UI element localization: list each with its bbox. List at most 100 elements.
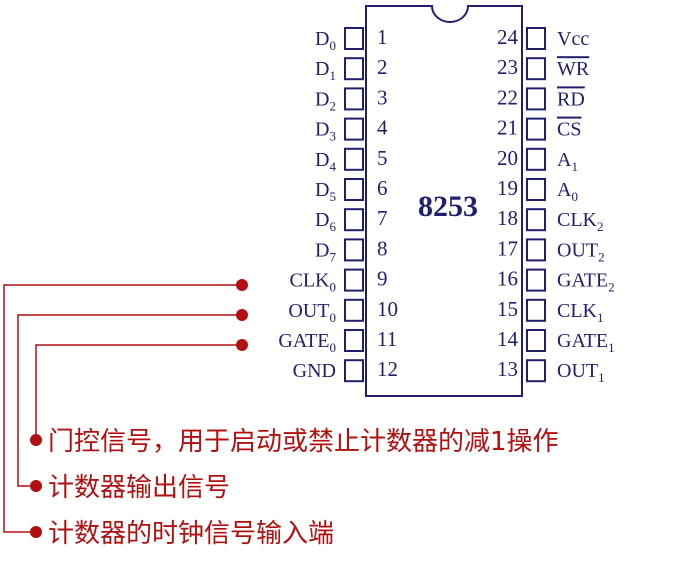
pin-18-number: 18 xyxy=(497,206,518,230)
chip-name: 8253 xyxy=(418,190,478,223)
pin-23-pad xyxy=(526,57,546,81)
pin-12-number: 12 xyxy=(377,357,398,381)
pin-10-pad xyxy=(344,298,364,322)
pin-21: 21 CS xyxy=(497,116,581,141)
pin-19-pad xyxy=(526,178,546,201)
pin-10-label: OUT0 xyxy=(288,300,336,325)
pin-14: 14 GATE1 xyxy=(497,327,615,355)
pin-24-pad xyxy=(526,27,546,50)
pin-20-label: A1 xyxy=(557,149,578,174)
pin-14-number: 14 xyxy=(497,327,519,351)
pin-24-number: 24 xyxy=(497,25,519,49)
clk0-dot xyxy=(236,279,248,291)
pin-17: 17 OUT2 xyxy=(497,236,605,264)
pin-17-number: 17 xyxy=(497,236,518,260)
pin-9: 9 CLK0 xyxy=(290,267,388,295)
pin-24-label: Vcc xyxy=(557,28,589,50)
pin-11-number: 11 xyxy=(377,327,397,351)
pin-13-number: 13 xyxy=(497,357,518,381)
pin-18-pad xyxy=(526,208,546,232)
pin-1: 1D0 xyxy=(315,25,387,53)
pin-9-number: 9 xyxy=(377,267,388,291)
pin-18-label: CLK2 xyxy=(557,209,604,234)
annotation-clk: 计数器的时钟信号输入端 xyxy=(48,519,334,549)
pin-7-pad xyxy=(344,208,364,232)
pin-22-number: 22 xyxy=(497,85,518,109)
note1-dot xyxy=(30,434,42,446)
pin-15-pad xyxy=(526,298,546,322)
out0-dot xyxy=(236,309,248,321)
pin-7-label: D6 xyxy=(315,209,336,234)
annotation-out: 计数器输出信号 xyxy=(48,473,230,503)
pin-2-pad xyxy=(344,57,364,81)
pin-6: 6 D5 xyxy=(315,176,387,204)
pin-19-label: A0 xyxy=(557,179,578,204)
pin-5: 5 D4 xyxy=(315,146,387,174)
pin-23-label: WR xyxy=(557,58,590,80)
pin-9-label: CLK0 xyxy=(290,270,337,295)
pin-1-pad xyxy=(344,27,364,50)
pin-5-label: D4 xyxy=(315,149,336,174)
pin-13-pad xyxy=(526,359,546,383)
pin-3-number: 3 xyxy=(377,85,388,109)
pin-4: 4D3 xyxy=(315,116,388,144)
pin-23-number: 23 xyxy=(497,55,518,79)
clk0-connector xyxy=(3,284,242,533)
pin-19-number: 19 xyxy=(497,176,518,200)
pin-20-number: 20 xyxy=(497,146,518,170)
annotation-gate: 门控信号，用于启动或禁止计数器的减1操作 xyxy=(48,427,559,457)
pin-6-label: D5 xyxy=(315,179,336,204)
pin-2: 2D1 xyxy=(315,55,387,83)
pin-4-number: 4 xyxy=(377,116,388,140)
pin-24: 24 Vcc xyxy=(497,25,589,50)
note3-dot xyxy=(30,526,42,538)
pin-16-label: GATE2 xyxy=(557,270,615,295)
pin-14-pad xyxy=(526,329,546,352)
pin-11-pad xyxy=(344,329,364,352)
out0-connector xyxy=(17,314,242,487)
pin-15-number: 15 xyxy=(497,297,518,321)
pin-4-pad xyxy=(344,117,364,141)
pin-8-number: 8 xyxy=(377,236,388,260)
pin-7: 7 D6 xyxy=(315,206,387,234)
pin-12: 12 GND xyxy=(293,357,398,383)
pin-8-pad xyxy=(344,238,364,262)
pin-18: 18 CLK2 xyxy=(497,206,604,234)
pin-2-number: 2 xyxy=(377,55,388,79)
pin-17-label: OUT2 xyxy=(557,239,605,264)
pin-21-label: CS xyxy=(557,119,581,141)
pin-14-label: GATE1 xyxy=(557,330,615,355)
pin-6-number: 6 xyxy=(377,176,388,200)
annotation-connectors xyxy=(3,284,242,533)
pin-13-label: OUT1 xyxy=(557,360,605,385)
pin-7-number: 7 xyxy=(377,206,388,230)
pin-20: 20 A1 xyxy=(497,146,578,174)
pin-20-pad xyxy=(526,147,546,171)
pin-21-pad xyxy=(526,117,546,141)
pin-5-number: 5 xyxy=(377,146,388,170)
pin-22-pad xyxy=(526,87,546,111)
pin-23: 23 WR xyxy=(497,55,590,81)
pin-3-label: D2 xyxy=(315,88,336,113)
pin-19: 19 A0 xyxy=(497,176,578,204)
pin-5-pad xyxy=(344,147,364,171)
pin-13: 13 OUT1 xyxy=(497,357,605,385)
pin-21-number: 21 xyxy=(497,116,518,140)
chip-body xyxy=(365,5,523,397)
gate0-connector xyxy=(35,344,242,440)
pin-9-pad xyxy=(344,268,364,292)
pin-12-pad xyxy=(344,359,364,383)
pin-11-label: GATE0 xyxy=(278,330,336,355)
pin-6-pad xyxy=(344,178,364,201)
pin-8: 8 D7 xyxy=(315,236,387,264)
pin-3-pad xyxy=(344,87,364,111)
pin-12-label: GND xyxy=(293,360,336,382)
pin-8-label: D7 xyxy=(315,239,336,264)
